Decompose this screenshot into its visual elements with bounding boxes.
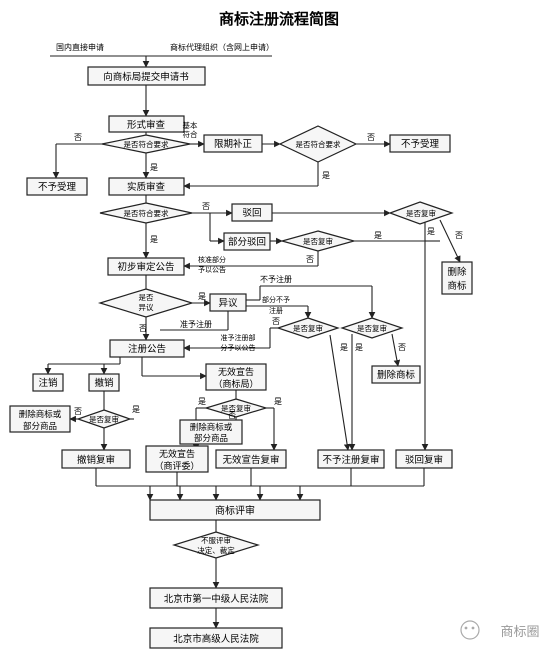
allow-register-label: 准予注册	[180, 319, 212, 329]
not-register-review-label: 不予注册复审	[322, 454, 379, 466]
delete-or-partial-mid-label-1: 删除商标或	[190, 422, 233, 433]
not-accepted-left-box	[26, 177, 88, 196]
court2-box	[149, 627, 283, 649]
substantive-label: 实质审查	[127, 181, 166, 193]
review-q3-diamond	[276, 317, 340, 339]
submit-label: 向商标局提交申请书	[103, 71, 189, 83]
revoke-label: 撤销	[94, 377, 114, 389]
yes-label: 是	[198, 397, 206, 406]
no-label: 否	[367, 133, 375, 142]
approve-partial-label-2: 予以公告	[198, 265, 226, 274]
no-label: 否	[455, 231, 463, 240]
no-label: 否	[74, 407, 82, 416]
allow-partial-label-2: 分予以公告	[221, 343, 256, 352]
review-q4-diamond	[340, 317, 404, 339]
reject-review-label: 驳回复审	[405, 454, 443, 466]
reg-notice-label: 注册公告	[128, 343, 166, 355]
watermark-text: 商标圈	[500, 625, 539, 640]
review-q3-label: 是否复审	[293, 323, 323, 333]
review-q4-label: 是否复审	[357, 323, 387, 333]
subst-ok-label: 是否符合要求	[124, 208, 169, 218]
partial-reject-label: 部分驳回	[228, 236, 266, 248]
court2-label: 北京市高级人民法院	[173, 633, 259, 645]
partial-not-label-1: 部分不予	[262, 295, 290, 304]
no-label: 否	[74, 133, 82, 142]
objection-q-label-2: 异议	[139, 303, 154, 312]
cancel-box	[32, 373, 64, 392]
not-accept-label-1: 不服评审	[201, 535, 231, 545]
trab-label: 商标评审	[215, 504, 255, 517]
no-label: 否	[139, 324, 147, 333]
invalid-board-label-2: （商评委）	[154, 460, 199, 472]
watermark: 商标圈	[460, 620, 540, 640]
objection-q-label-1: 是否	[139, 293, 154, 302]
wechat-icon	[460, 620, 480, 640]
yes-label: 是	[427, 227, 435, 236]
review-q1-label: 是否复审	[406, 208, 436, 218]
entry-direct-label: 国内直接申请	[56, 42, 104, 52]
delete-or-partial-mid-box	[179, 419, 243, 445]
review-q1-diamond	[388, 201, 454, 225]
invalid-office-box	[205, 363, 267, 391]
delete-or-partial-left-label-2: 部分商品	[23, 421, 57, 432]
yes-label: 是	[322, 171, 330, 180]
allow-partial-label-1: 准予注册部	[221, 333, 256, 342]
yes-label: 是	[132, 405, 140, 414]
no-label: 否	[228, 411, 236, 420]
delete-mark-label: 删除商标	[377, 369, 416, 381]
deadline-fix-label: 限期补正	[214, 138, 253, 150]
no-label: 否	[306, 255, 314, 264]
prelim-notice-label: 初步审定公告	[117, 261, 174, 273]
yes-label: 是	[374, 231, 382, 240]
fix-ok-label: 是否符合要求	[296, 139, 341, 149]
basic-conform-label-1: 基本	[183, 120, 198, 130]
delete-mark-right-label-1: 删除	[447, 266, 467, 278]
yes-label: 是	[198, 292, 206, 301]
revoke-review-label: 撤销复审	[77, 454, 115, 466]
delete-or-partial-left-box	[9, 405, 71, 433]
invalid-board-label-1: 无效宣告	[159, 448, 195, 460]
delete-or-partial-mid-label-2: 部分商品	[194, 433, 228, 444]
formal-ok-label: 是否符合要求	[124, 139, 169, 149]
not-accepted-right-label: 不予受理	[401, 138, 440, 150]
review-q5-label: 是否复审	[89, 414, 119, 424]
yes-label: 是	[274, 397, 282, 406]
delete-mark-right-label-2: 商标	[447, 280, 467, 292]
not-register-label: 不予注册	[260, 274, 292, 284]
delete-or-partial-left-label-1: 删除商标或	[19, 409, 62, 420]
delete-mark-box	[371, 365, 421, 384]
formal-review-label: 形式审查	[127, 119, 166, 131]
entry-agency-label: 商标代理组织（含网上申请）	[170, 42, 274, 52]
yes-label: 是	[355, 343, 363, 352]
delete-mark-right-box	[441, 261, 473, 295]
not-accepted-left-label: 不予受理	[38, 181, 77, 193]
not-accept-label-2: 决定、裁定	[197, 545, 235, 555]
reject-label: 驳回	[242, 208, 261, 219]
trab-box	[149, 499, 321, 521]
diagram-title: 商标注册流程简图	[219, 10, 339, 28]
invalid-office-label-2: （商标局）	[213, 378, 258, 390]
yes-label: 是	[340, 343, 348, 352]
court1-label: 北京市第一中级人民法院	[164, 593, 269, 605]
not-accepted-right-box	[389, 134, 451, 153]
cancel-label: 注销	[38, 377, 58, 389]
invalid-office-label-1: 无效宣告	[218, 366, 254, 378]
objection-label: 异议	[218, 298, 238, 309]
no-label: 否	[398, 343, 406, 352]
no-label: 否	[272, 317, 280, 326]
no-label: 否	[202, 202, 210, 211]
partial-not-label-2: 注册	[269, 306, 283, 315]
review-q2-label: 是否复审	[303, 236, 333, 246]
review-q6-label: 是否复审	[221, 403, 251, 413]
yes-label: 是	[150, 163, 158, 172]
approve-partial-label-1: 核准部分	[198, 255, 226, 264]
invalid-review-label: 无效宣告复审	[222, 454, 279, 466]
yes-label: 是	[150, 235, 158, 244]
reg-notice-box	[109, 339, 185, 358]
basic-conform-label-2: 符合	[183, 129, 198, 139]
